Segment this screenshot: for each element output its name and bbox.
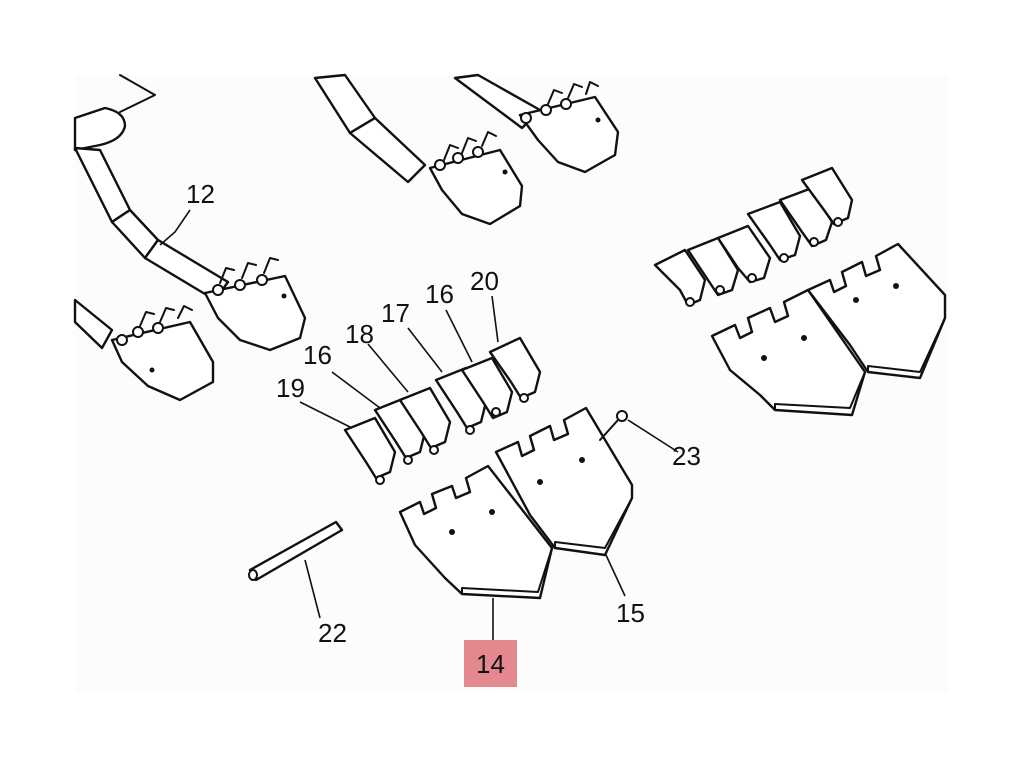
- callout-19: 19: [276, 373, 305, 403]
- teeth-row-right: [653, 166, 854, 307]
- callout-18: 18: [345, 319, 374, 349]
- tooth-19: [343, 416, 397, 480]
- callout-labels: 12 16 16 17 18 19 20 22 23 15 14: [186, 179, 701, 679]
- tooth-20: [488, 336, 542, 400]
- callout-22: 22: [318, 618, 347, 648]
- callout-23: 23: [672, 441, 701, 471]
- callout-14: 14: [476, 649, 505, 679]
- callout-20: 20: [470, 266, 499, 296]
- pin-22: [248, 520, 344, 582]
- bucket-lower-left: [110, 305, 215, 402]
- tube-arm-upper-middle: [313, 73, 524, 226]
- callout-16-right: 16: [425, 279, 454, 309]
- callout-15: 15: [616, 598, 645, 628]
- teeth-row-center: [343, 336, 542, 485]
- plate-right-back: [806, 242, 947, 380]
- leader-lines: [159, 209, 679, 640]
- tube-arm-upper-right: [453, 73, 620, 174]
- callout-12: 12: [186, 179, 215, 209]
- callout-17: 17: [381, 298, 410, 328]
- plate-right-front: [710, 288, 867, 417]
- tube-arm-upper-left: [73, 74, 230, 350]
- tooth-18: [398, 386, 452, 450]
- highlight-box-14: [464, 640, 517, 687]
- tooth-16b: [460, 356, 514, 420]
- plate-14: [398, 464, 554, 600]
- bucket-arm-left-mid: [203, 257, 307, 352]
- plate-15: [494, 406, 634, 557]
- callout-16-left: 16: [303, 340, 332, 370]
- fastener-23: [599, 410, 628, 441]
